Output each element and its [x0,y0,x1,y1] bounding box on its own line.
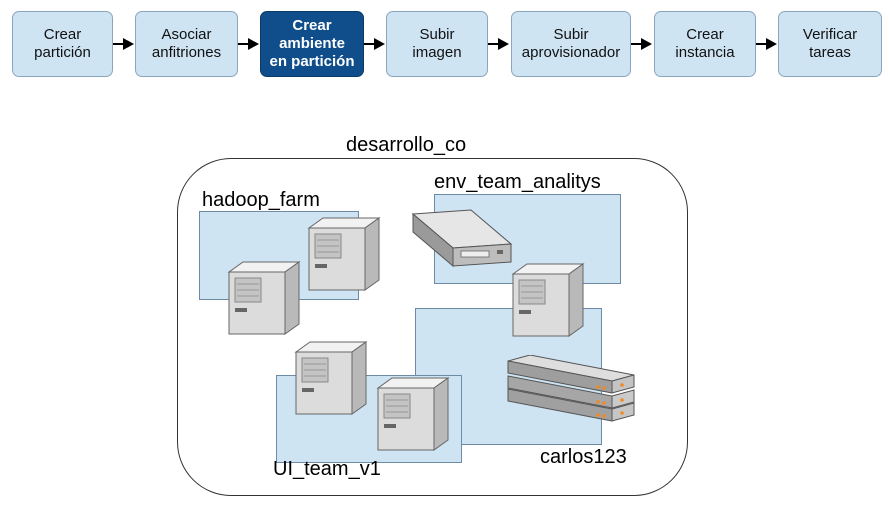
environment-label: desarrollo_co [346,134,467,156]
tower-server-icon [376,377,450,451]
tower-server-icon [307,217,381,291]
step-crear-ambiente[interactable]: Crear ambiente en partición [260,11,364,77]
partition-label-carlos: carlos123 [540,446,627,468]
arrow-icon [238,38,259,50]
arrow-icon [113,38,134,50]
arrow-icon [631,38,652,50]
partition-label-env-team: env_team_analitys [434,171,601,193]
step-verificar-tareas[interactable]: Verificar tareas [778,11,882,77]
step-subir-aprovisionador[interactable]: Subir aprovisionador [511,11,631,77]
desktop-server-icon [411,209,513,268]
partition-label-ui-team: UI_team_v1 [273,458,381,480]
arrow-icon [364,38,385,50]
step-crear-particion[interactable]: Crear partición [12,11,113,77]
step-crear-instancia[interactable]: Crear instancia [654,11,756,77]
arrow-icon [756,38,777,50]
step-asociar-anfitriones[interactable]: Asociar anfitriones [135,11,238,77]
tower-server-icon [511,263,585,337]
rack-server-icon [507,355,635,422]
tower-server-icon [294,341,368,415]
tower-server-icon [227,261,301,335]
arrow-icon [488,38,509,50]
partition-label-hadoop: hadoop_farm [202,189,320,211]
step-subir-imagen[interactable]: Subir imagen [386,11,488,77]
